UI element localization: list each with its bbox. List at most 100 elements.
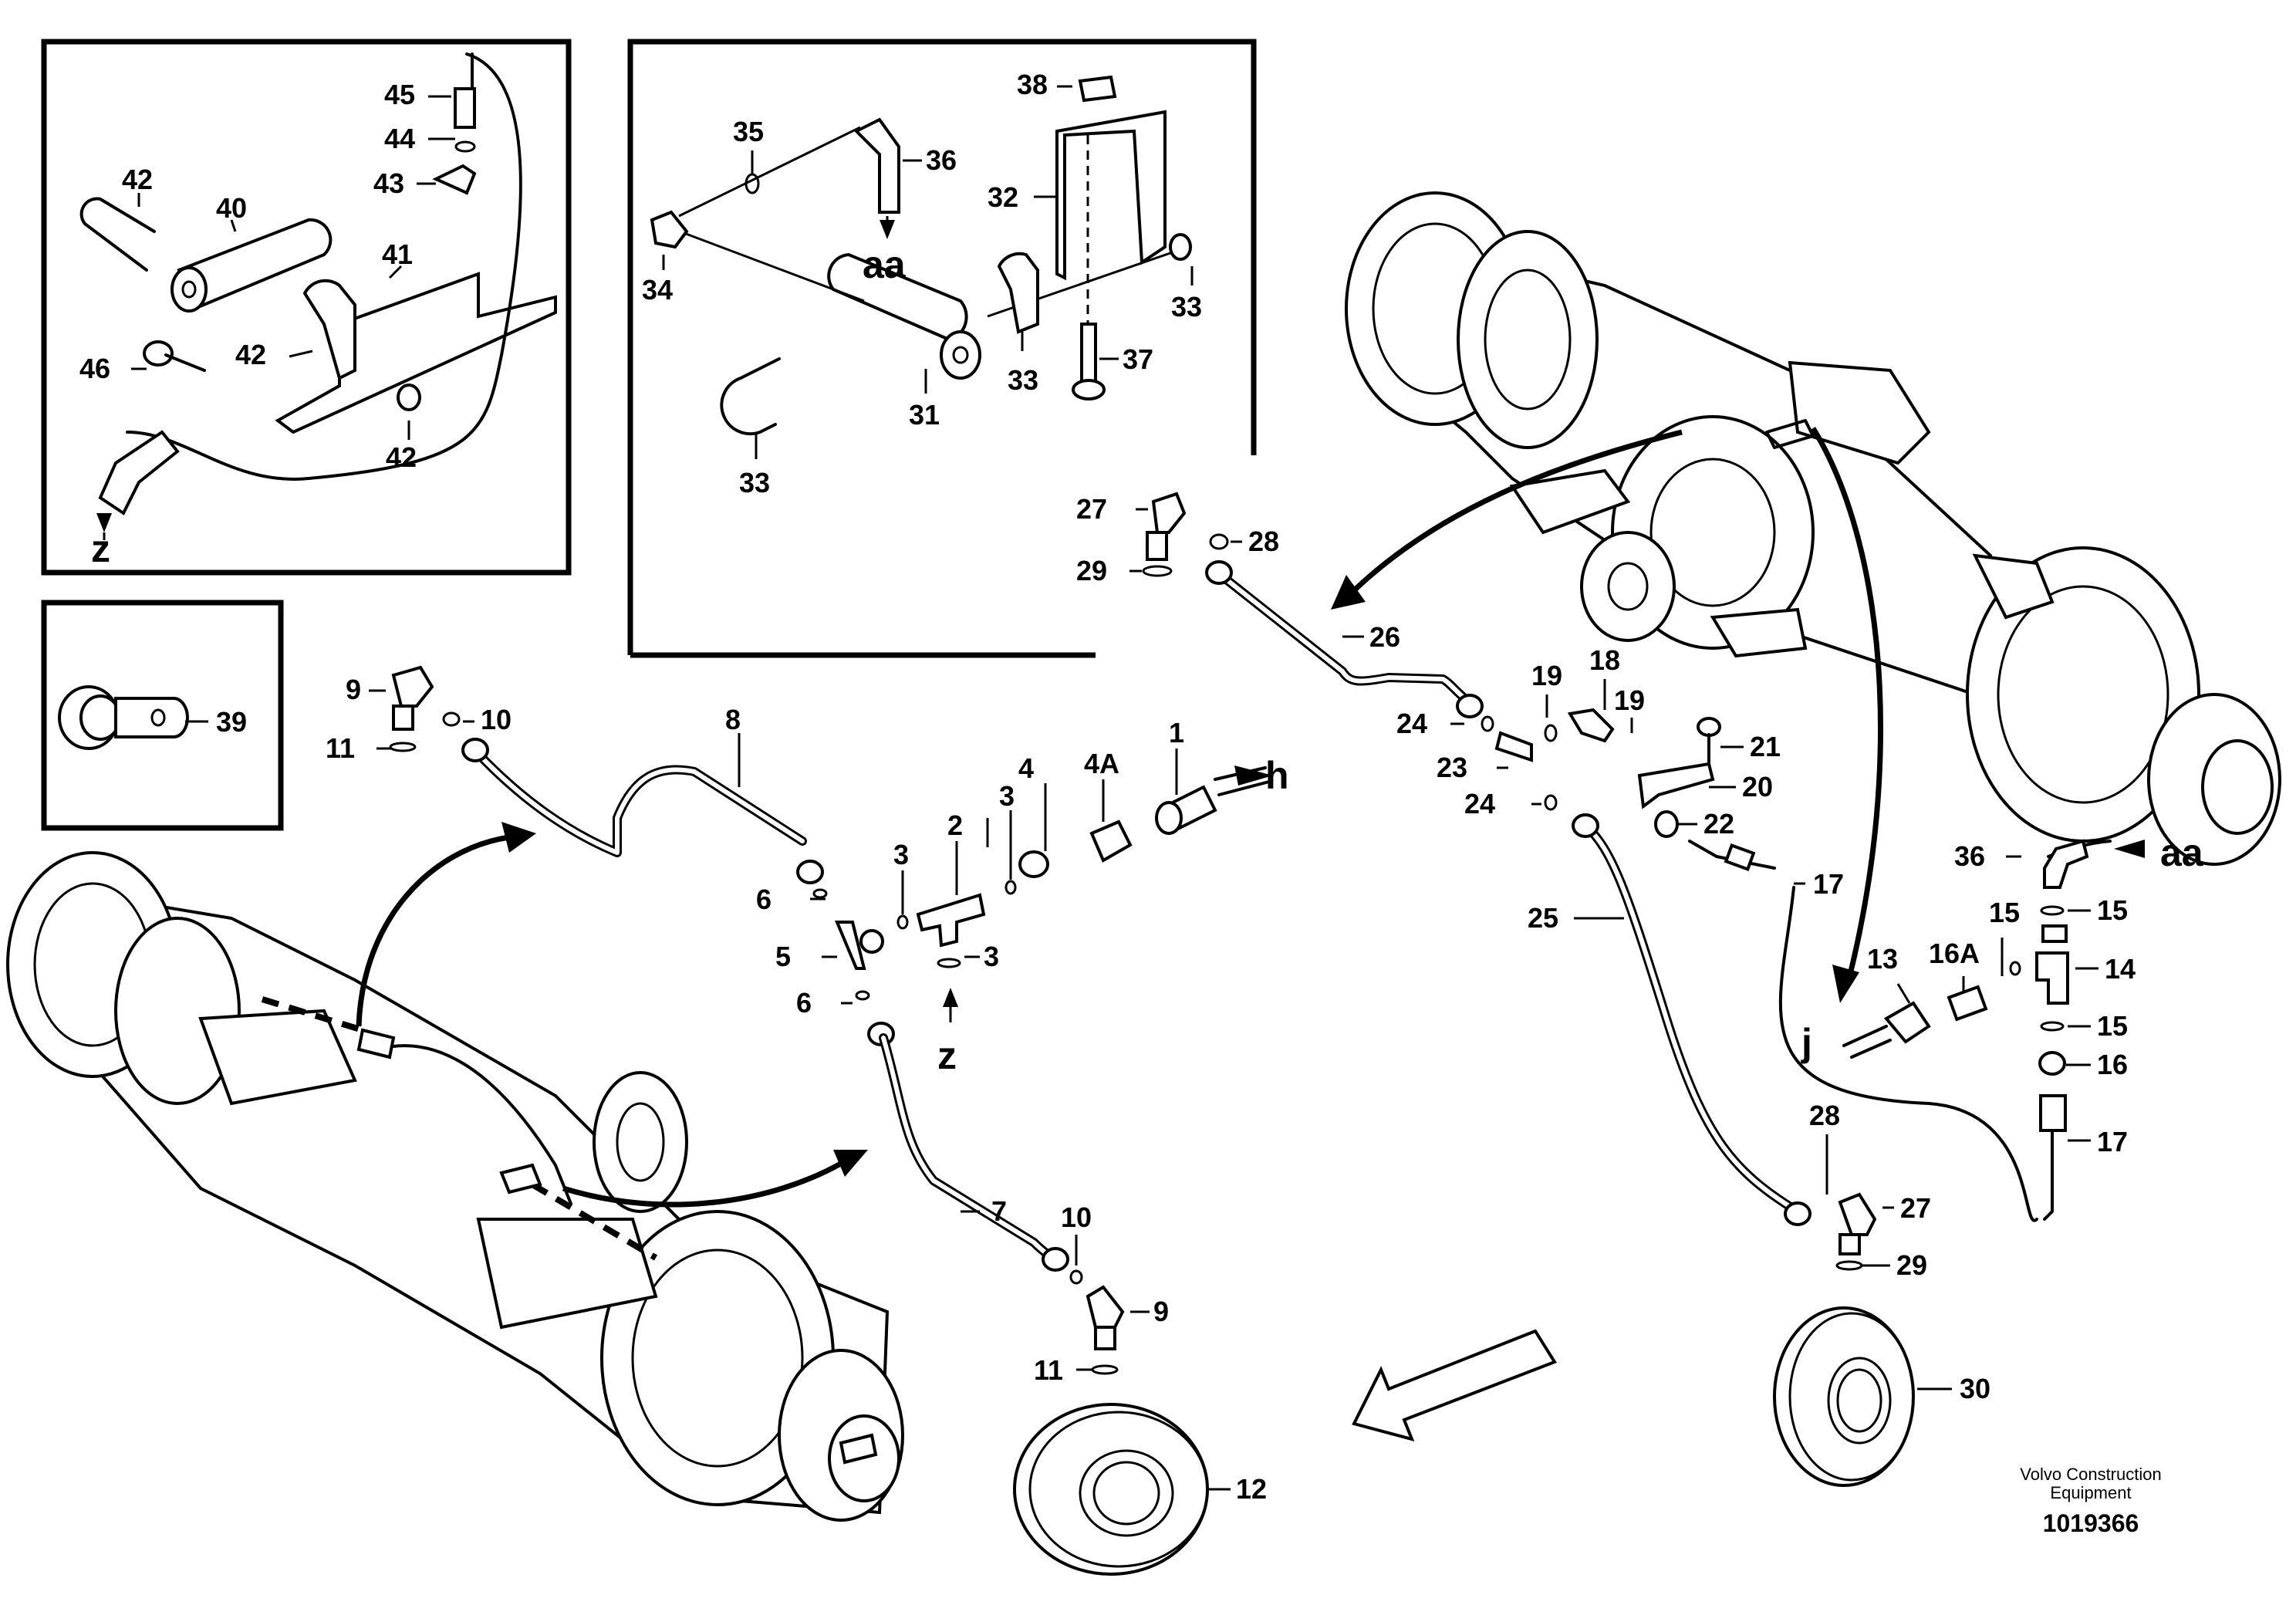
label-12: 12 [1236,1473,1267,1505]
u-bolt-33 [720,357,781,436]
filter-cylinder-40 [171,218,333,313]
label-14: 14 [2105,953,2136,985]
company-name-line2: Equipment [2050,1483,2131,1502]
ref-z-main: z [937,1034,957,1077]
fitting-group-right: 36 aa 15 15 16A 14 13 15 j 16 17 [1801,831,2204,1221]
label-20: 20 [1742,771,1773,803]
arrow-to-line-7 [562,1158,846,1208]
label-41: 41 [382,238,413,270]
label-3-right: 3 [999,780,1015,812]
label-16A: 16A [1929,938,1980,969]
label-11-bottom: 11 [1034,1354,1063,1386]
nut-38 [1078,75,1117,103]
axle-top-right [1345,191,2281,866]
label-15-top: 15 [2097,894,2128,926]
label-10-bottom: 10 [1061,1201,1092,1233]
label-37: 37 [1123,343,1153,375]
ref-z-inset: z [91,527,110,570]
ref-aa-inset: aa [863,243,907,286]
inset-filter-assembly-b: 38 35 36 32 aa 34 33 37 33 31 33 [627,39,1257,658]
elbow-fitting-z [98,430,180,515]
tee-2 [916,893,986,948]
label-35: 35 [733,116,764,147]
elbow-36-right [2043,839,2089,889]
label-7: 7 [991,1195,1007,1227]
label-2: 2 [947,809,963,841]
label-16: 16 [2097,1049,2128,1080]
label-5: 5 [775,941,791,972]
fitting-34 [650,210,689,249]
label-9-bottom: 9 [1153,1296,1169,1327]
label-42-clamp: 42 [235,339,266,370]
label-39: 39 [216,706,247,738]
bracket-41 [275,272,557,434]
elbow-43 [432,164,477,195]
nut-42 [397,384,421,411]
label-45: 45 [384,79,415,110]
label-1: 1 [1169,717,1184,748]
label-17-lower: 17 [2097,1126,2128,1157]
label-33-ubolt: 33 [739,467,770,498]
label-29-bottom: 29 [1896,1249,1927,1281]
nut-33-right [1169,233,1192,261]
label-28-bottom: 28 [1809,1100,1840,1131]
arrow-to-line-26 [1344,429,1683,600]
arrow-to-line-8 [356,834,510,1027]
brake-disc-30: 30 [1773,1306,1990,1487]
ref-aa-right: aa [2160,831,2204,874]
label-42-nut: 42 [386,441,417,473]
label-4: 4 [1018,752,1034,784]
direction-arrow [1352,1329,1557,1441]
u-bolt-42 [79,197,156,272]
label-28-top: 28 [1248,525,1279,557]
clamp-33 [997,252,1039,334]
label-36-right: 36 [1954,840,1985,872]
label-13: 13 [1867,943,1898,975]
label-22: 22 [1703,808,1734,840]
nut-4 [1018,850,1049,878]
company-name-line1: Volvo Construction [2020,1465,2161,1484]
label-42-ubolt: 42 [122,164,153,195]
label-30: 30 [1960,1373,1990,1404]
label-15-bottom: 15 [2097,1010,2128,1042]
arrow-to-j [1811,427,1884,985]
axle-front-left [6,851,904,1522]
label-24-top: 24 [1396,708,1427,739]
brake-disc-12: 12 [1013,1403,1267,1576]
label-11-top: 11 [326,732,355,764]
label-24-bottom: 24 [1464,788,1495,819]
label-27-bottom: 27 [1900,1192,1931,1224]
ref-h: h [1265,754,1289,797]
brake-line-rear: 27 28 29 26 24 19 18 19 21 23 20 24 22 1… [1076,492,2038,1281]
elbow-36 [853,117,900,214]
clip-39 [58,685,189,750]
label-33-nut: 33 [1171,291,1202,323]
fitting-4A [1089,819,1133,863]
label-19-right: 19 [1614,684,1645,716]
label-3-bottom: 3 [984,941,999,972]
label-17-upper: 17 [1813,868,1844,900]
brake-line-front: 9 10 11 8 1 h 4A 4 3 2 3 6 5 3 6 z 7 10 … [326,665,1289,1386]
label-40: 40 [216,192,247,224]
label-8: 8 [725,704,741,735]
fitting-45 [454,87,476,129]
footer: Volvo Construction Equipment 1019366 [2020,1465,2161,1537]
label-23: 23 [1437,752,1467,783]
label-19-left: 19 [1531,660,1562,691]
label-4A: 4A [1084,748,1119,779]
label-34: 34 [642,274,673,306]
label-6-top: 6 [756,884,772,915]
label-29-top: 29 [1076,555,1107,586]
label-10-top: 10 [481,704,512,735]
filter-cylinder-31 [827,252,981,380]
label-32: 32 [988,181,1018,213]
label-44: 44 [384,123,415,154]
label-38: 38 [1017,69,1048,100]
oring-35 [745,173,760,194]
bolt-46 [143,340,206,372]
label-9-top: 9 [346,674,361,705]
ref-j: j [1801,1021,1812,1064]
oring-44 [454,140,476,153]
label-25: 25 [1528,902,1558,934]
inset-clip: 39 [41,600,284,831]
